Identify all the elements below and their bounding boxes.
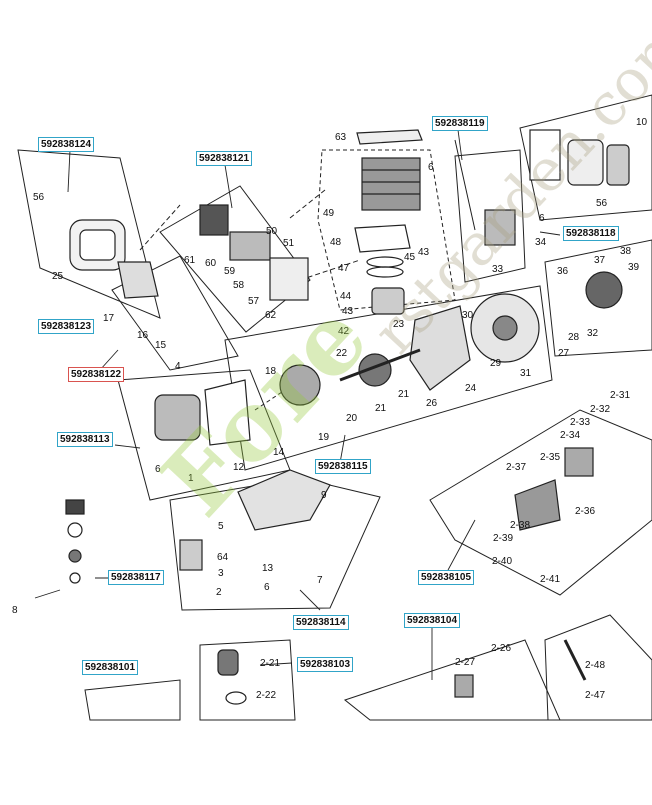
part-callout: 2-48	[585, 660, 606, 671]
part-callout: 56	[33, 192, 45, 203]
part-callout: 5	[218, 521, 224, 532]
part-callout: 18	[265, 366, 277, 377]
assembly-label-592838123: 592838123	[38, 319, 95, 334]
assembly-label-592838113: 592838113	[57, 432, 113, 447]
part-callout: 16	[137, 330, 149, 341]
part-callout: 29	[490, 358, 502, 369]
part-callout: 2-38	[510, 520, 531, 531]
assembly-label-592838115: 592838115	[315, 459, 371, 474]
part-callout: 64	[217, 552, 229, 563]
part-callout: 50	[266, 226, 278, 237]
part-callout: 27	[558, 348, 570, 359]
part-callout: 59	[224, 266, 236, 277]
assembly-label-592838103: 592838103	[297, 657, 354, 672]
part-callout: 7	[317, 575, 323, 586]
assembly-label-592838124: 592838124	[38, 137, 95, 152]
part-callout: 39	[628, 262, 640, 273]
part-callout: 62	[265, 310, 277, 321]
part-callout: 49	[323, 208, 335, 219]
part-callout: 2-39	[493, 533, 514, 544]
part-callout: 34	[535, 237, 547, 248]
part-callout: 51	[283, 238, 295, 249]
part-callout: 63	[335, 132, 347, 143]
part-callout: 10	[636, 117, 648, 128]
part-callout: 2-22	[256, 690, 277, 701]
part-callout: 2-47	[585, 690, 606, 701]
part-callout: 19	[318, 432, 330, 443]
part-callout: 6	[428, 162, 434, 173]
part-callout: 37	[594, 255, 606, 266]
part-callout: 21	[398, 389, 410, 400]
component-sketches	[65, 129, 630, 705]
part-callout: 1	[188, 473, 194, 484]
part-callout: 2-35	[540, 452, 561, 463]
part-callout: 25	[52, 271, 64, 282]
part-callout: 2-34	[560, 430, 581, 441]
assembly-label-592838105: 592838105	[418, 570, 475, 585]
part-callout: 2-32	[590, 404, 611, 415]
part-callout: 9	[321, 490, 327, 501]
part-callout: 17	[103, 313, 115, 324]
assembly-label-592838117: 592838117	[108, 570, 164, 585]
part-callout: 32	[587, 328, 599, 339]
part-callout: 8	[12, 605, 18, 616]
part-callout: 45	[404, 252, 416, 263]
part-callout: 14	[273, 447, 285, 458]
part-callout: 2-41	[540, 574, 561, 585]
part-callout: 2-36	[575, 506, 596, 517]
part-callout: 15	[155, 340, 167, 351]
part-callout: 38	[620, 246, 632, 257]
part-callout: 24	[465, 383, 477, 394]
part-callout: 6	[264, 582, 270, 593]
part-callout: 2-33	[570, 417, 591, 428]
part-callout: 48	[330, 237, 342, 248]
part-callout: 44	[340, 291, 352, 302]
part-callout: 20	[346, 413, 358, 424]
part-callout: 58	[233, 280, 245, 291]
assembly-label-592838118: 592838118	[563, 226, 619, 241]
part-callout: 36	[557, 266, 569, 277]
part-callout: 47	[338, 263, 350, 274]
part-callout: 61	[184, 255, 196, 266]
part-callout: 3	[218, 568, 224, 579]
part-callout: 4	[175, 361, 181, 372]
part-callout: 42	[338, 326, 350, 337]
part-callout: 2	[216, 587, 222, 598]
part-callout: 23	[393, 319, 405, 330]
assembly-label-592838104: 592838104	[404, 613, 461, 628]
leader-lines	[34, 129, 561, 680]
assembly-label-592838121: 592838121	[196, 151, 253, 166]
part-callout: 2-26	[491, 643, 512, 654]
part-callout: 2-37	[506, 462, 527, 473]
assembly-label-592838122: 592838122	[68, 367, 125, 382]
assembly-label-592838101: 592838101	[82, 660, 139, 675]
part-callout: 28	[568, 332, 580, 343]
part-callout: 33	[492, 264, 504, 275]
part-callout: 31	[520, 368, 532, 379]
part-callout: 6	[155, 464, 161, 475]
part-callout: 30	[462, 310, 474, 321]
part-callout: 21	[375, 403, 387, 414]
part-callout: 26	[426, 398, 438, 409]
assembly-label-592838114: 592838114	[293, 615, 349, 630]
part-callout: 2-21	[260, 658, 281, 669]
part-callout: 12	[233, 462, 245, 473]
part-callout: 60	[205, 258, 217, 269]
part-callout: 57	[248, 296, 260, 307]
part-callout: 13	[262, 563, 274, 574]
part-callout: 43	[418, 247, 430, 258]
part-callout: 43	[342, 306, 354, 317]
part-callout: 56	[596, 198, 608, 209]
part-callout: 22	[336, 348, 348, 359]
assembly-label-592838119: 592838119	[432, 116, 488, 131]
part-callout: 2-40	[492, 556, 513, 567]
part-callout: 6	[539, 213, 545, 224]
part-callout: 2-31	[610, 390, 631, 401]
part-callout: 2-27	[455, 657, 476, 668]
